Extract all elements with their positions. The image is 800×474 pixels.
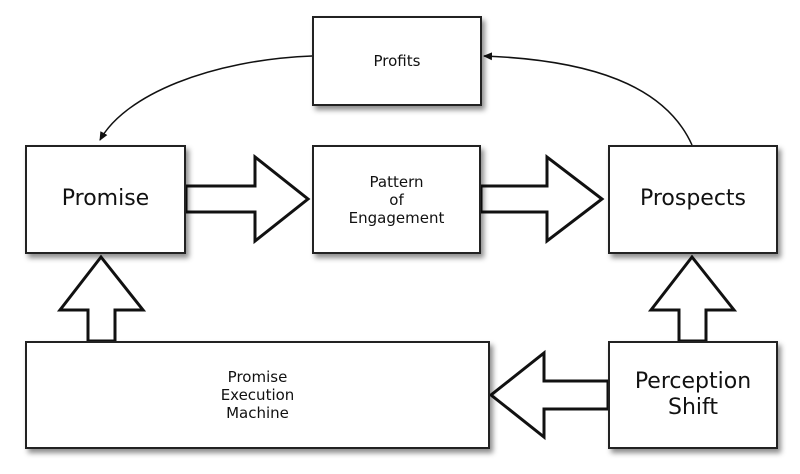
pattern-label-line-2: of <box>389 190 404 209</box>
pattern-of-engagement-box: Pattern of Engagement <box>312 145 481 254</box>
pattern-label-line-3: Engagement <box>348 208 445 227</box>
curve-arrow-prospects-to-profits <box>483 52 693 146</box>
perception-label-line-1: Perception <box>634 368 752 394</box>
machine-label-line-3: Machine <box>226 404 289 422</box>
profits-box: Profits <box>312 16 482 106</box>
perception-label-line-2: Shift <box>667 395 718 420</box>
promise-execution-machine-box: Promise Execution Machine <box>25 341 490 449</box>
prospects-box: Prospects <box>608 145 778 254</box>
block-arrow-perception-to-machine <box>488 349 610 441</box>
machine-label-line-2: Execution <box>220 386 295 404</box>
block-arrow-promise-to-pattern <box>184 153 311 245</box>
promise-box: Promise <box>25 145 186 254</box>
profits-label: Profits <box>373 52 421 70</box>
perception-shift-box: Perception Shift <box>608 341 778 449</box>
block-arrow-machine-to-promise <box>56 254 147 343</box>
block-arrow-perception-to-prospects <box>647 254 738 343</box>
prospects-label: Prospects <box>639 186 747 212</box>
curve-arrow-profits-to-promise <box>99 55 313 141</box>
block-arrow-pattern-to-prospects <box>479 153 605 245</box>
promise-label: Promise <box>61 186 150 212</box>
machine-label-line-1: Promise <box>227 368 288 386</box>
pattern-label-line-1: Pattern <box>369 172 424 191</box>
